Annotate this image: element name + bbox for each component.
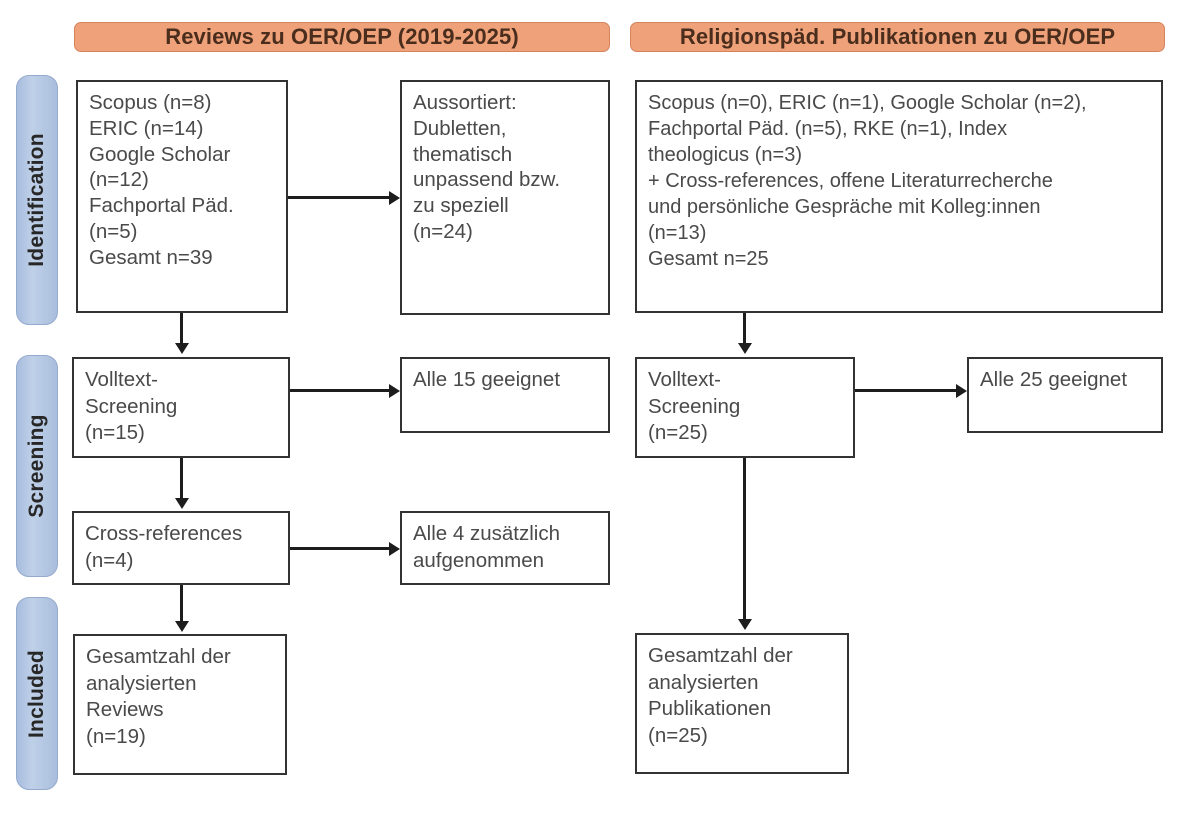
arrowhead-right-screening-to-included bbox=[737, 619, 752, 630]
box-left-crossrefs: Cross-references (n=4) bbox=[72, 511, 290, 585]
stage-bar-identification: Identification bbox=[16, 75, 58, 325]
connector-left-crossrefs-to-included bbox=[180, 585, 183, 623]
box-right-identification-sources: Scopus (n=0), ERIC (n=1), Google Scholar… bbox=[635, 80, 1163, 313]
box-right-volltext-screening: Volltext- Screening (n=25) bbox=[635, 357, 855, 458]
connector-left-screening-to-result bbox=[290, 389, 393, 392]
connector-left-ident-to-screening bbox=[180, 313, 183, 345]
stage-label-identification: Identification bbox=[25, 133, 48, 267]
box-right-included: Gesamtzahl der analysierten Publikatione… bbox=[635, 633, 849, 774]
connector-right-ident-to-screening bbox=[743, 313, 746, 345]
box-left-volltext-screening: Volltext- Screening (n=15) bbox=[72, 357, 290, 458]
stage-bar-included: Included bbox=[16, 597, 58, 790]
arrowhead-left-ident-to-excluded bbox=[389, 190, 400, 205]
stage-label-included: Included bbox=[25, 649, 48, 738]
box-right-screening-result: Alle 25 geeignet bbox=[967, 357, 1163, 433]
connector-left-ident-to-excluded bbox=[288, 196, 393, 199]
box-left-screening-result: Alle 15 geeignet bbox=[400, 357, 610, 433]
banner-reviews: Reviews zu OER/OEP (2019-2025) bbox=[74, 22, 610, 52]
connector-left-screening-to-crossrefs bbox=[180, 458, 183, 500]
connector-right-screening-to-included bbox=[743, 458, 746, 621]
box-left-included: Gesamtzahl der analysierten Reviews (n=1… bbox=[73, 634, 287, 775]
banner-religionspaed: Religionspäd. Publikationen zu OER/OEP bbox=[630, 22, 1165, 52]
arrowhead-left-ident-to-screening bbox=[174, 343, 189, 354]
arrowhead-left-screening-to-crossrefs bbox=[174, 498, 189, 509]
connector-left-crossrefs-to-result bbox=[290, 547, 393, 550]
box-left-identification-sources: Scopus (n=8) ERIC (n=14) Google Scholar … bbox=[76, 80, 288, 313]
arrowhead-right-screening-to-result bbox=[956, 383, 967, 398]
box-left-excluded: Aussortiert: Dubletten, thematisch unpas… bbox=[400, 80, 610, 315]
arrowhead-right-ident-to-screening bbox=[737, 343, 752, 354]
arrowhead-left-crossrefs-to-included bbox=[174, 621, 189, 632]
arrowhead-left-screening-to-result bbox=[389, 383, 400, 398]
arrowhead-left-crossrefs-to-result bbox=[389, 541, 400, 556]
box-left-crossrefs-result: Alle 4 zusätzlich aufgenommen bbox=[400, 511, 610, 585]
connector-right-screening-to-result bbox=[855, 389, 960, 392]
stage-label-screening: Screening bbox=[25, 414, 48, 518]
stage-bar-screening: Screening bbox=[16, 355, 58, 577]
